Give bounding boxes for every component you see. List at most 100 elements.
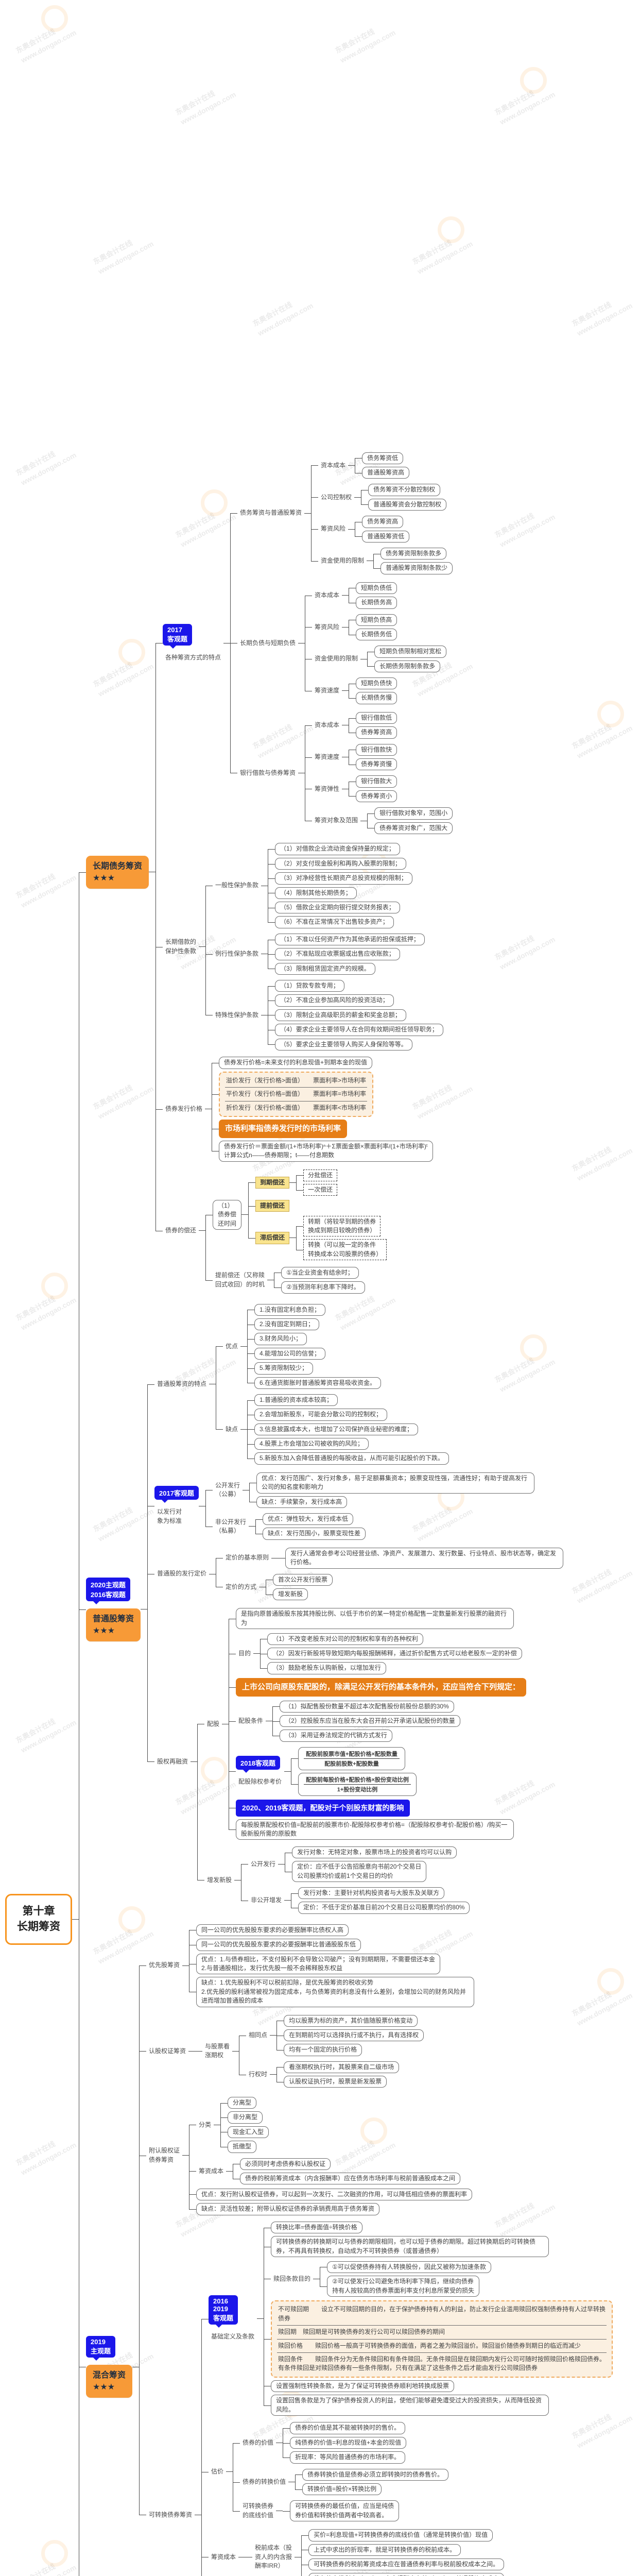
detail-box: 可转换债券的税前筹资成本应在普通债券利率与税前股权成本之间。 [308, 2558, 505, 2571]
mindmap-node: 2016 2019 客观题基础定义及条款转换比率=债券面值÷转换价格可转换债券的… [209, 2221, 613, 2417]
detail-box: 转换价值=股价×转换比例 [302, 2483, 382, 2496]
children-group: 买价=利息现值+可转换债券的底线价值（通常是转换价值）现值上式中求出的折现率，就… [301, 2528, 505, 2576]
callout-tail [162, 1500, 168, 1506]
mindmap-node: 筹资弹性银行借款大债券筹资小 [312, 774, 397, 804]
node-column: 优先股筹资 [146, 1960, 182, 1970]
mindmap-node: 债券筹资对象广，范围大 [374, 822, 453, 834]
detail-box: 普通股筹资高 [362, 466, 410, 479]
child-connector: 公司控制权债务筹资不分散控制权普通股筹资会分散控制权 [311, 481, 453, 514]
child-connector: （3）鼓励老股东认购新股，以增加发行 [260, 1660, 522, 1674]
connector-stub [232, 2050, 239, 2052]
node-column: 公开发行 （公募） [213, 1481, 243, 1500]
child-connector: 首次公开发行股票 [266, 1573, 333, 1588]
child-connector: 资金使用的限制债务筹资限制条款多普通股筹资限制条款少 [311, 545, 453, 575]
child-connector: 债务筹资高 [355, 516, 409, 530]
sub-topic-label: 资本成本 [315, 591, 340, 599]
child-connector: 一次偿还 [296, 1182, 338, 1196]
child-connector: 上市公司向原股东配股的，除满足公开发行的基本条件外，还应当符合下列规定： [229, 1676, 527, 1698]
node-column: 资金使用的限制 [318, 556, 367, 566]
sub-topic-label: 估价 [211, 2468, 224, 2476]
child-connector: 5.新股东加入会降低普通股的每股收益，从而可能引起股价的下跌。 [247, 1451, 449, 1465]
mindmap-node: 股权再融资配股是指向原普通股股东按其持股比例、以低于市价的某一特定价格配售一定数… [154, 1605, 527, 1918]
node-column: 行权时 [246, 2070, 270, 2079]
node-column: （1）不改变老股东对公司的控制权和享有的各种权利 [267, 1633, 423, 1646]
node-column: 缺点：灵活性较差；附带认股权证债券的承销费用高于债务筹资 [196, 2203, 380, 2215]
group-row: 赎回条件 赎回条件分为无条件赎回和有条件赎回。无条件赎回是在赎回期内发行公司可随… [277, 2352, 607, 2375]
mindmap-node: 发行对象：无特定对象，股票市场上的投资者均可以认购 [292, 1846, 457, 1859]
children-group: 看涨期权执行时，其股票来自二级市场认股权证执行时，股票是新发股票 [276, 2060, 400, 2089]
detail-box: 认股权证执行时，股票是新发股票 [284, 2076, 387, 2088]
detail-box: 4.能增加公司的信誉； [254, 1347, 326, 1360]
group-row: 溢价发行（发行价格>面值） 票面利率>市场利率 [226, 1076, 367, 1084]
mindmap-node: 转换比率=债券面值÷转换价格 [271, 2222, 362, 2234]
child-connector: 短期负债高 [349, 614, 397, 628]
mindmap-node: （3）限制企业高级职员的薪金和奖金总额； [275, 1009, 406, 1022]
child-connector: （2）控股股东应当在股东大会召开前公开承诺认配股份的数量 [272, 1713, 460, 1729]
node-column: 纯债券的价值=利息的现值+本金的现值 [290, 2436, 407, 2449]
child-connector: 长期负债与短期负债资本成本短期负债低长期债务高筹资风险短期负债高长期债务低资金使… [230, 578, 453, 708]
mindmap-node: 一次偿还 [303, 1183, 338, 1196]
root-topic: 第十章 长期筹资 [5, 1894, 72, 1945]
mindmap-node: 相同点均以股票为标的资产，其价值随股票价格变动在到期前均可以选择执行或不执行，具… [246, 2013, 424, 2057]
children-group: 公开发行发行对象：无特定对象，股票市场上的投资者均可以认购定价：应不低于公告招股… [241, 1844, 470, 1917]
child-connector: 税前成本（投 资人的内含报 酬率IRR）买价=利息现值+可转换债券的底线价值（通… [245, 2528, 505, 2576]
detail-box: 2.会增加新股东，可能会分散公司的控制权； [254, 1409, 388, 1421]
sub-topic-label: 非公开增发 [251, 1896, 282, 1904]
mindmap-node: 5.新股东加入会降低普通股的每股收益，从而可能引起股价的下跌。 [254, 1452, 449, 1465]
sub-topic-label: 长期负债与短期负债 [240, 639, 296, 647]
child-connector: 普通股筹资高 [355, 465, 410, 479]
node-column: 2.没有固定到期日； [254, 1318, 320, 1331]
node-column: 溢价发行（发行价格>面值） 票面利率>市场利率平价发行（发行价格=面值） 票面利… [219, 1071, 374, 1117]
node-column: 一次偿还 [303, 1183, 338, 1196]
child-connector: 定价：不低于定价基准日前20个交易日公司股票均价的80% [291, 1900, 470, 1914]
exam-year-tag: 2016 2019 客观题 [209, 2295, 238, 2325]
mindmap-node: 筹资风险债务筹资高普通股筹资低 [318, 515, 410, 544]
children-group: 2016 2019 客观题基础定义及条款转换比率=债券面值÷转换价格可转换债券的… [201, 2219, 613, 2576]
sub-topic-label: 筹资对象及范围 [315, 817, 358, 824]
node-column: 债券的转换价值 [240, 2477, 288, 2487]
mindmap-node: 设置回售条款是为了保护债券投资人的利益，使他们能够避免遭受过大的投资损失，从而降… [271, 2395, 549, 2416]
node-column: 配股条件 [236, 1716, 266, 1726]
sub-topic-label: 筹资速度 [315, 687, 340, 694]
children-group: （1）不准以任何资产作为其他承诺的担保或抵押；（2）不准贴现应收票据或出售应收账… [268, 932, 425, 976]
node-column: 缺点 [223, 1425, 240, 1434]
mindmap-node: 例行性保护条款 （1）不准以任何资产作为其他承诺的担保或抵押；（2）不准贴现应收票… [213, 932, 425, 976]
detail-box: ②可以使发行公司避免市场利率下降后，继续向债券 持有人按较高的债券票面利率支付利… [327, 2276, 480, 2297]
node-column: 估价 [209, 2467, 226, 2477]
mindmap-node: 债券的价值债券的价值是其不能被转换时的售价。纯债券的价值=利息的现值+本金的现值… [240, 2421, 407, 2465]
node-column: 长期债务限制条款多 [374, 660, 441, 673]
child-connector: 转换比率=债券面值÷转换价格 [264, 2222, 613, 2235]
node-column: 股权再融资 [154, 1757, 191, 1767]
exam-year-tag: 2019 主观题 [86, 2335, 116, 2358]
child-connector: 债务筹资低 [355, 452, 409, 466]
child-connector: 可转换债券 的底线价值可转换债券的最低价值，应当是纯债 券价值和转换价值两者中较… [233, 2497, 448, 2523]
detail-box: （5）要求企业主要领导人购买人身保险等等。 [275, 1038, 412, 1050]
mindmap-node: 债券筹资小 [356, 790, 397, 803]
node-column: 2018客观题配股除权参考价 [236, 1756, 284, 1787]
node-column: 转换比率=债券面值÷转换价格 [271, 2222, 362, 2234]
child-connector: 债务筹资与普通股筹资资本成本债务筹资低普通股筹资高公司控制权债务筹资不分散控制权… [230, 450, 453, 579]
node-column: 首次公开发行股票 [273, 1573, 333, 1586]
child-connector: 2019 主观题混合筹资 ★★★优先股筹资同一公司的优先股股东要求的必要报酬率比… [79, 1920, 613, 2576]
mindmap-node: 资本成本短期负债低长期债务高 [312, 581, 397, 610]
mindmap-node: 债券发行价＝票面金额/(1+市场利率)ⁿ＋Σ票面金额×票面利率/(1+市场利率)… [219, 1140, 433, 1162]
node-column: 4.能增加公司的信誉； [254, 1347, 326, 1360]
detail-box: 在到期前均可以选择执行或不执行，具有选择权 [284, 2029, 424, 2042]
child-connector: 不可赎回期 设立不可赎回期的目的，在于保护债券持有人的利益，防止发行企业滥用赎回… [264, 2299, 613, 2380]
node-column: 例行性保护条款 [213, 949, 261, 959]
child-connector: 优点：发行范围广、发行对象多，易于足额募集资本；股票变现性强，流通性好；有助于提… [249, 1472, 534, 1495]
mindmap-node: 转换（可以按一定的条件 转换成本公司股票的债券） [303, 1239, 387, 1261]
mindmap-node: （5）借款企业定期向银行提交财务报表； [275, 902, 400, 914]
mindmap-node: 债券转换价值是债券必须立即转换时的债券售价。 [302, 2468, 449, 2481]
mindmap-node: 筹资风险短期负债高长期债务低 [312, 613, 397, 642]
node-column: 均有一个固定的执行价格 [284, 2044, 362, 2056]
node-column: 相同点 [246, 2030, 270, 2040]
node-column: 长期债务低 [356, 628, 397, 641]
mindmap-node: 增发新股 [273, 1588, 308, 1601]
connector-stub [191, 1761, 198, 1762]
mindmap-node: （3）限制租赁固定资产的规模。 [275, 962, 375, 975]
node-column: 债券的税前筹资成本（内含报酬率）应在债务市场利率与税前普通股成本之间 [240, 2172, 461, 2185]
mindmap-node: 是指向原普通股股东按其持股比例、以低于市价的某一特定价格配售一定数量新发行股票的… [236, 1608, 514, 1630]
